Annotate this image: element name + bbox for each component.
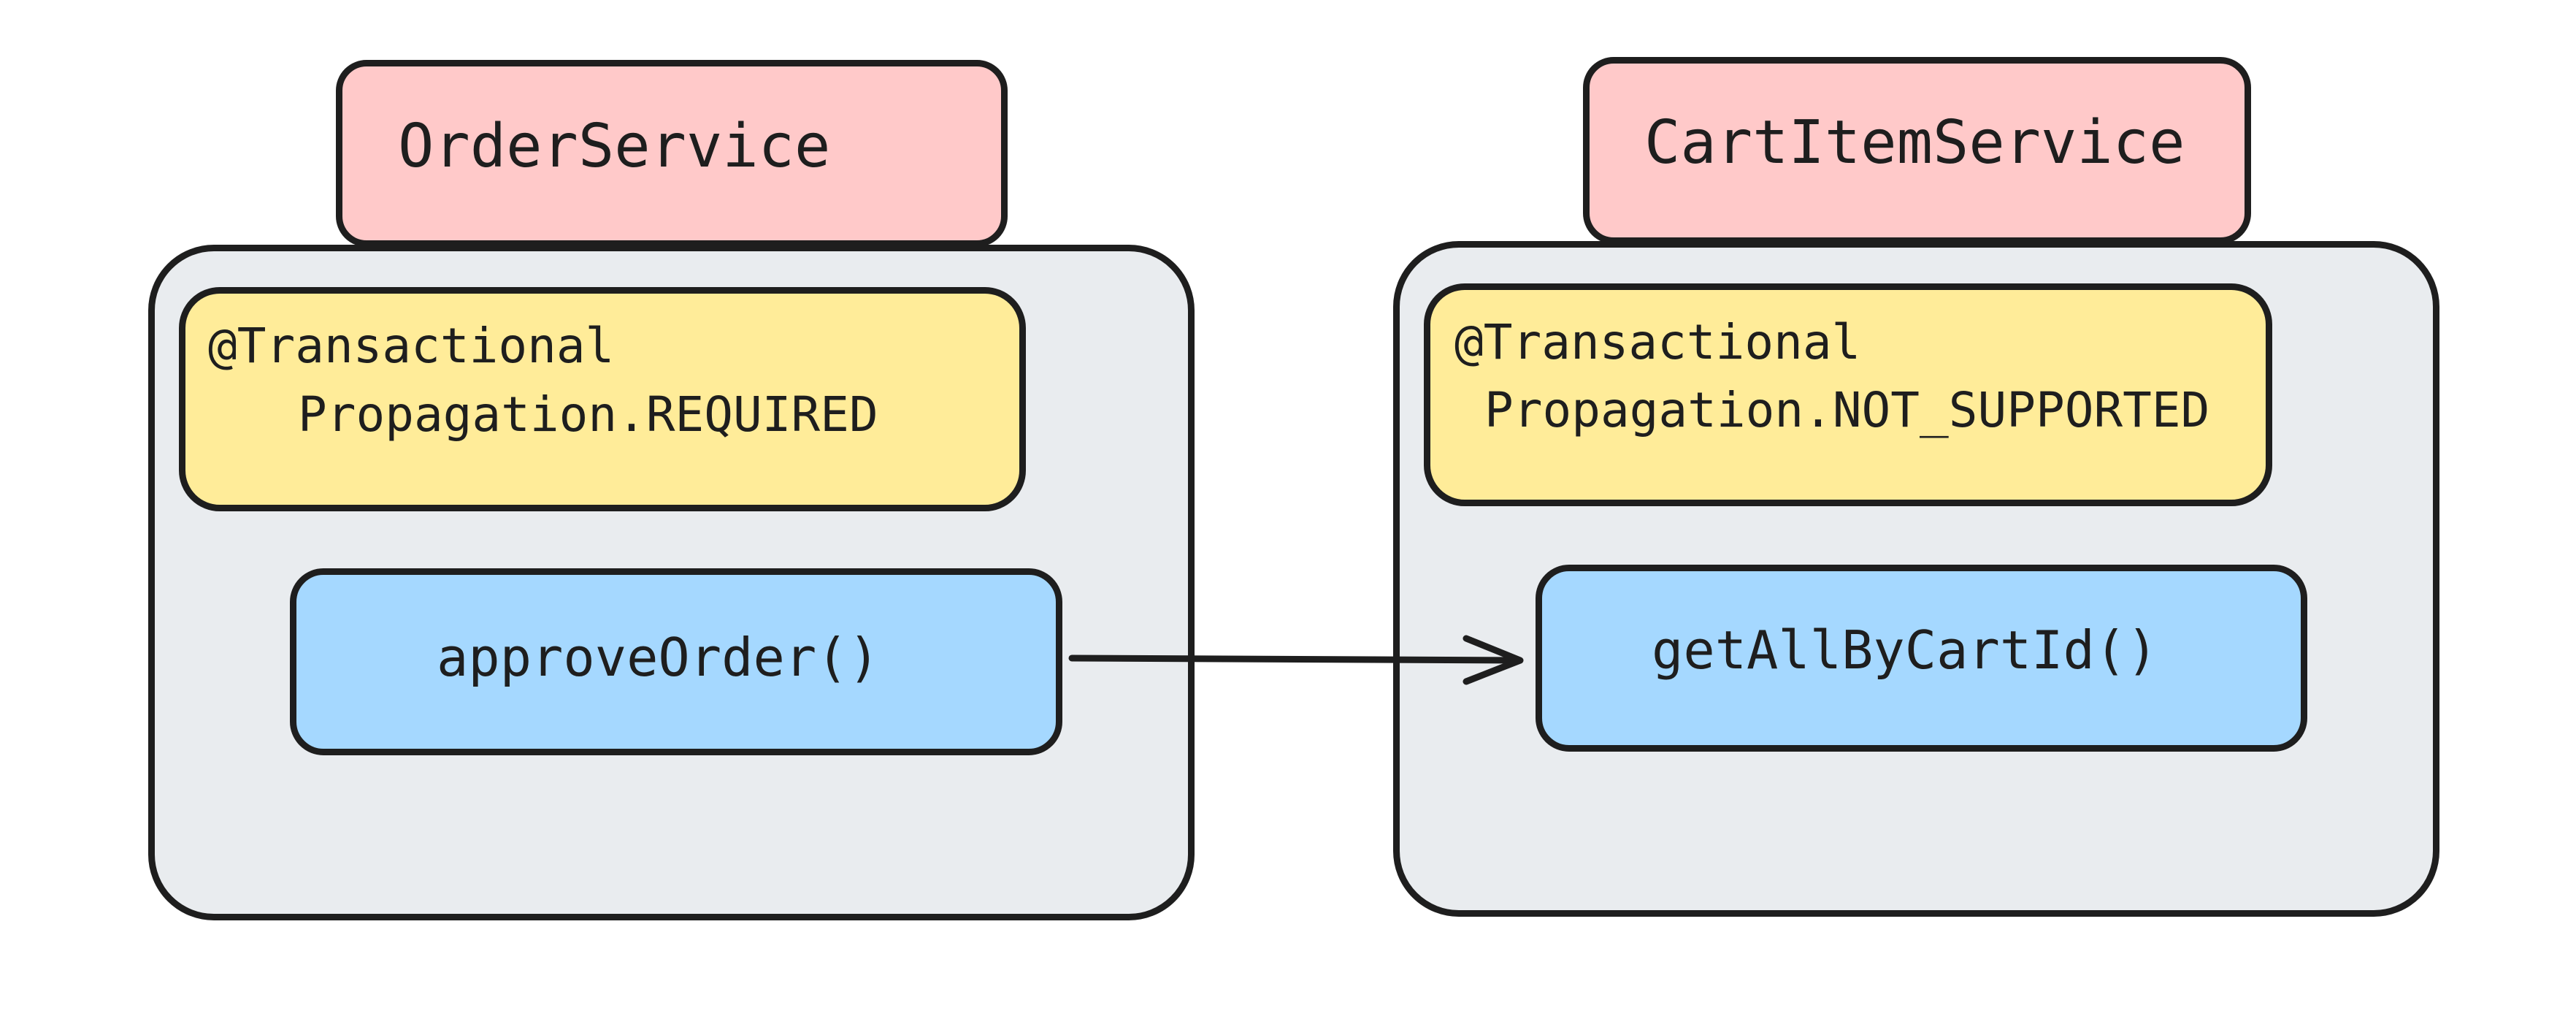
approve-order-method: approveOrder(): [437, 627, 880, 688]
order-service-title-box: [336, 60, 1008, 247]
order-service-annotation-box: [179, 287, 1026, 511]
get-all-by-cart-id-method: getAllByCartId(): [1652, 619, 2158, 681]
get-all-by-cart-id-method-box: [1536, 565, 2307, 752]
order-service-title: OrderService: [398, 112, 831, 181]
cart-item-service-propagation: Propagation.NOT_SUPPORTED: [1484, 382, 2210, 438]
approve-order-method-box: [290, 568, 1062, 755]
cart-item-service-title: CartItemService: [1644, 108, 2185, 178]
order-service-propagation: Propagation.REQUIRED: [298, 386, 878, 443]
order-service-annotation: @Transactional: [208, 318, 615, 374]
cart-item-service-title-box: [1583, 57, 2251, 244]
cart-item-service-annotation: @Transactional: [1454, 314, 1861, 370]
cart-item-service-annotation-box: [1424, 283, 2272, 506]
